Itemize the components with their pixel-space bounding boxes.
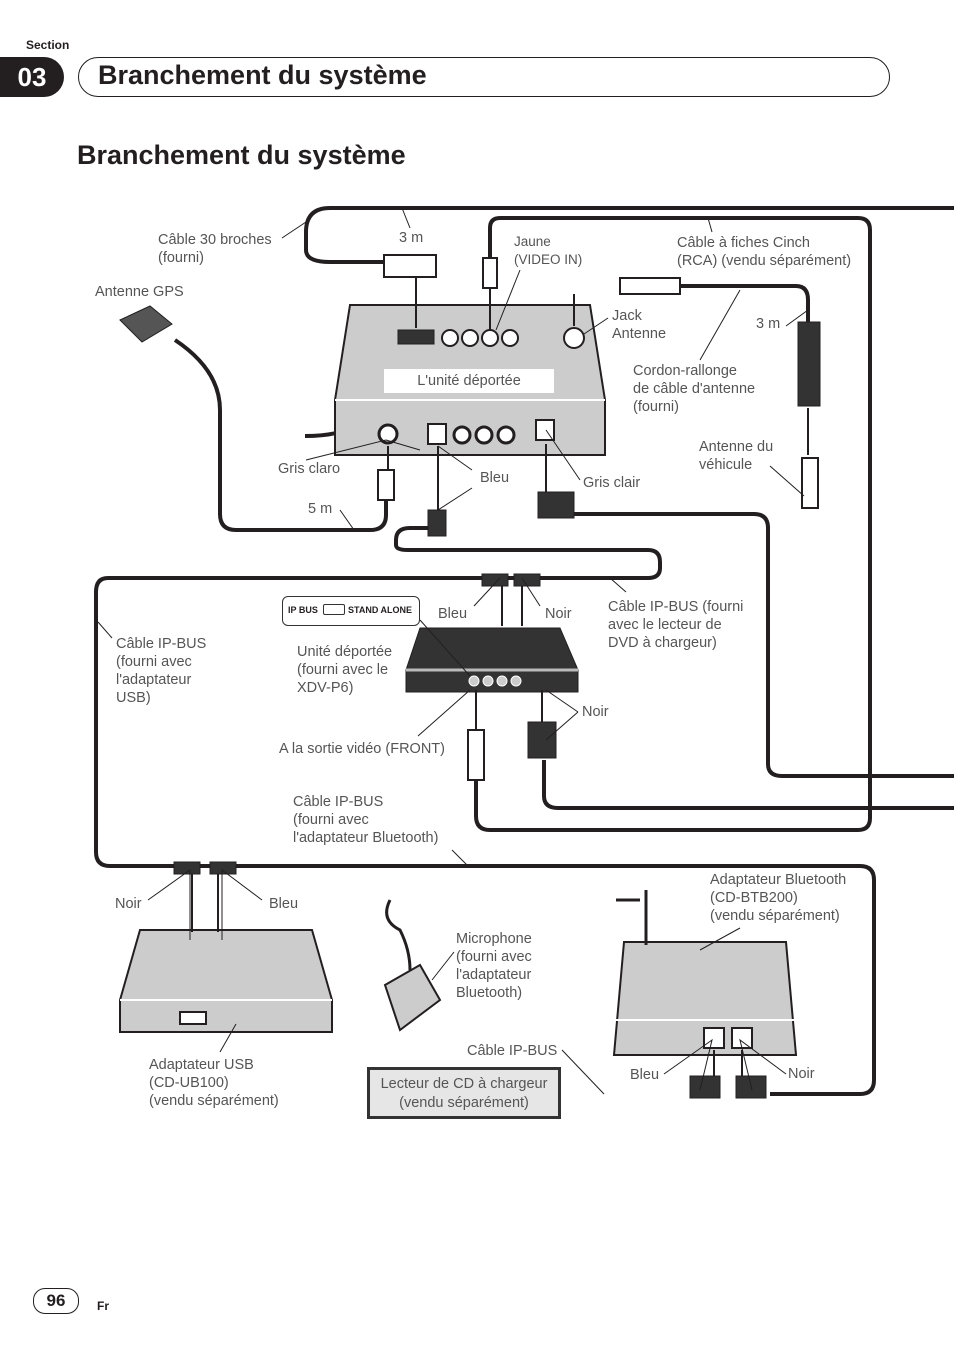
- gps-antenna-icon: [119, 305, 173, 343]
- label-bleu-2: Bleu: [438, 606, 468, 622]
- section-title: Branchement du système: [98, 60, 427, 90]
- cable-ip-bus: [94, 526, 876, 1096]
- label-noir-2: Noir: [582, 704, 609, 720]
- label-noir: Noir: [545, 606, 572, 622]
- label-jaune: Jaune(VIDEO IN): [514, 234, 583, 267]
- cable-30-pin: [304, 206, 954, 264]
- label-gris-clair: Gris clair: [583, 475, 641, 491]
- cable-black: [542, 760, 954, 810]
- page-number: 96: [33, 1288, 79, 1314]
- label-bt-adapter: Adaptateur Bluetooth(CD-BTB200)(vendu sé…: [710, 872, 847, 924]
- label-usb-adapter: Adaptateur USB(CD-UB100)(vendu séparémen…: [149, 1057, 279, 1109]
- page-title: Branchement du système: [77, 140, 406, 170]
- label-length-3m-right: 3 m: [756, 316, 781, 332]
- section-number: 03: [0, 57, 64, 97]
- cable-antenna-ext: [680, 284, 810, 322]
- label-bleu-3: Bleu: [269, 896, 299, 912]
- cable-grey: [560, 512, 954, 778]
- switch-toggle-icon: [323, 604, 345, 615]
- switch-stand-alone-label: STAND ALONE: [348, 605, 412, 615]
- cd-changer-box: Lecteur de CD à chargeur(vendu séparémen…: [367, 1067, 561, 1119]
- label-remote-unit: L'unité déportée: [384, 369, 554, 393]
- label-bleu-4: Bleu: [630, 1067, 660, 1083]
- section-label: Section: [26, 38, 70, 52]
- switch-ip-bus-label: IP BUS: [288, 605, 318, 615]
- label-gris-claro: Gris claro: [278, 461, 341, 477]
- label-cable-30-pin: Câble 30 broches(fourni): [158, 232, 272, 266]
- label-length-5m: 5 m: [308, 501, 333, 517]
- label-cinch-cable: Câble à fiches Cinch(RCA) (vendu séparém…: [677, 235, 852, 269]
- ip-bus-switch-callout: IP BUS STAND ALONE: [282, 596, 420, 626]
- label-gps-antenna: Antenne GPS: [95, 284, 184, 300]
- bt-adapter-body: [612, 941, 798, 1056]
- language-label: Fr: [97, 1299, 109, 1313]
- label-bleu: Bleu: [480, 470, 510, 486]
- label-noir-3: Noir: [115, 896, 142, 912]
- label-ipbus-cable: Câble IP-BUS: [467, 1043, 558, 1059]
- label-length-3m: 3 m: [399, 230, 424, 246]
- microphone-icon: [383, 963, 442, 1032]
- usb-adapter-body: [119, 929, 333, 1033]
- label-video-front: A la sortie vidéo (FRONT): [279, 741, 445, 757]
- section-title-frame: [78, 57, 890, 97]
- label-noir-4: Noir: [788, 1066, 815, 1082]
- cable-video: [474, 216, 872, 832]
- cable-gps: [173, 338, 388, 532]
